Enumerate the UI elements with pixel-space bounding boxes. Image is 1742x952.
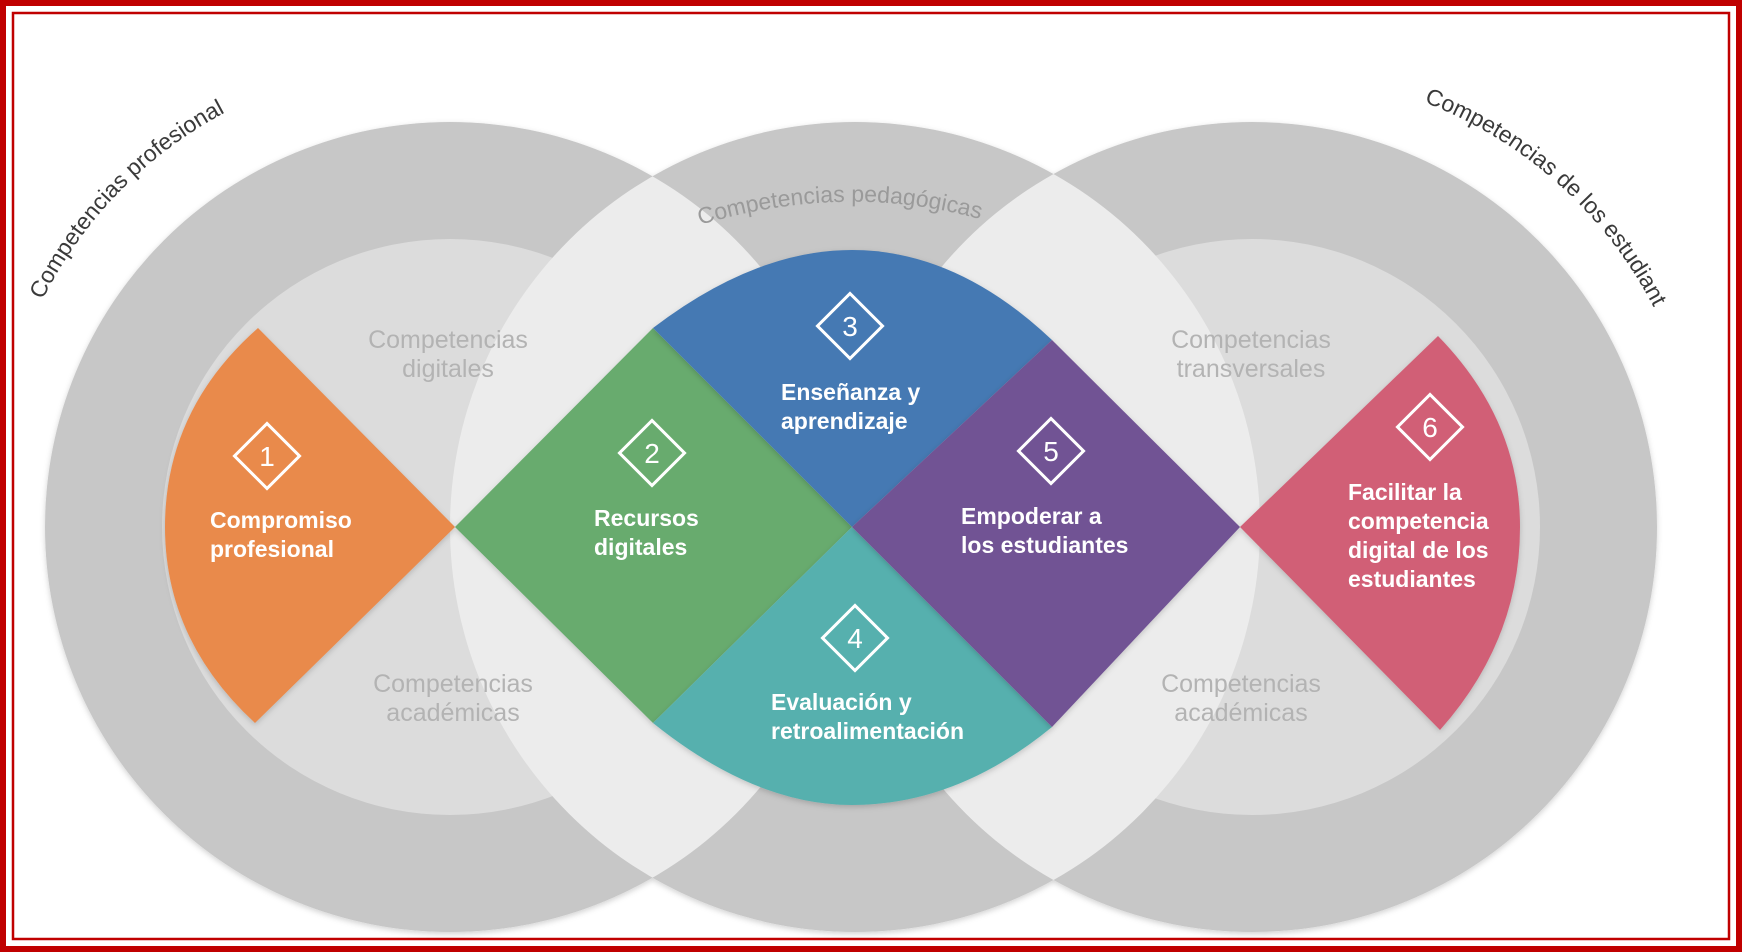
area-2-title-line1: Recursos (594, 505, 699, 531)
badge-3: 3 (815, 291, 885, 361)
zone-digitales-line2: digitales (402, 355, 494, 383)
area-5-number: 5 (1043, 436, 1059, 467)
zone-academicas-right-line2: académicas (1174, 699, 1307, 727)
area-3-shape (653, 250, 1052, 527)
badge-5: 5 (1016, 416, 1086, 486)
overlap-left (450, 122, 855, 932)
frame-inner-border (11, 11, 1731, 941)
diamond-badge-icon (815, 291, 885, 361)
diamond-badge-icon (1395, 392, 1465, 462)
diamond-badge-icon (820, 603, 890, 673)
area-3-title-line1: Enseñanza y (781, 379, 921, 405)
area-6-title-line3: digital de los (1348, 537, 1489, 563)
area-2-number: 2 (644, 438, 660, 469)
zone-digitales-line1: Competencias (368, 326, 528, 354)
area-4-title-line1: Evaluación y (771, 689, 912, 715)
area-4-number: 4 (847, 623, 863, 654)
diamond-badge-icon (1016, 416, 1086, 486)
area-6-shape (1240, 336, 1520, 730)
area-6-number: 6 (1422, 412, 1438, 443)
zone-academicas-left-line2: académicas (386, 699, 519, 727)
badge-2: 2 (617, 418, 687, 488)
zone-transversales-line2: transversales (1177, 355, 1326, 383)
area-6-title-line4: estudiantes (1348, 566, 1476, 592)
area-5-title-line2: los estudiantes (961, 532, 1128, 558)
area-1-shape (165, 328, 455, 723)
zone-academicas-right-line1: Competencias (1161, 670, 1321, 698)
badge-6: 6 (1395, 392, 1465, 462)
area-5-shape (852, 340, 1240, 727)
area-1-number: 1 (259, 441, 275, 472)
area-1-title-line1: Compromiso (210, 507, 352, 533)
area-2-title-line2: digitales (594, 534, 687, 560)
area-3-title-line2: aprendizaje (781, 408, 908, 434)
zone-academicas-left-line1: Competencias (373, 670, 533, 698)
area-4-title-line2: retroalimentación (771, 718, 964, 744)
diamond-badge-icon (617, 418, 687, 488)
badge-1: 1 (232, 421, 302, 491)
badge-4: 4 (820, 603, 890, 673)
area-6-title-line2: competencia (1348, 508, 1489, 534)
area-2-shape (455, 328, 852, 723)
area-6-title-line1: Facilitar la (1348, 479, 1462, 505)
area-3-number: 3 (842, 311, 858, 342)
diamond-badge-icon (232, 421, 302, 491)
zone-transversales-line1: Competencias (1171, 326, 1331, 354)
area-1-title-line2: profesional (210, 536, 334, 562)
area-5-title-line1: Empoderar a (961, 503, 1102, 529)
